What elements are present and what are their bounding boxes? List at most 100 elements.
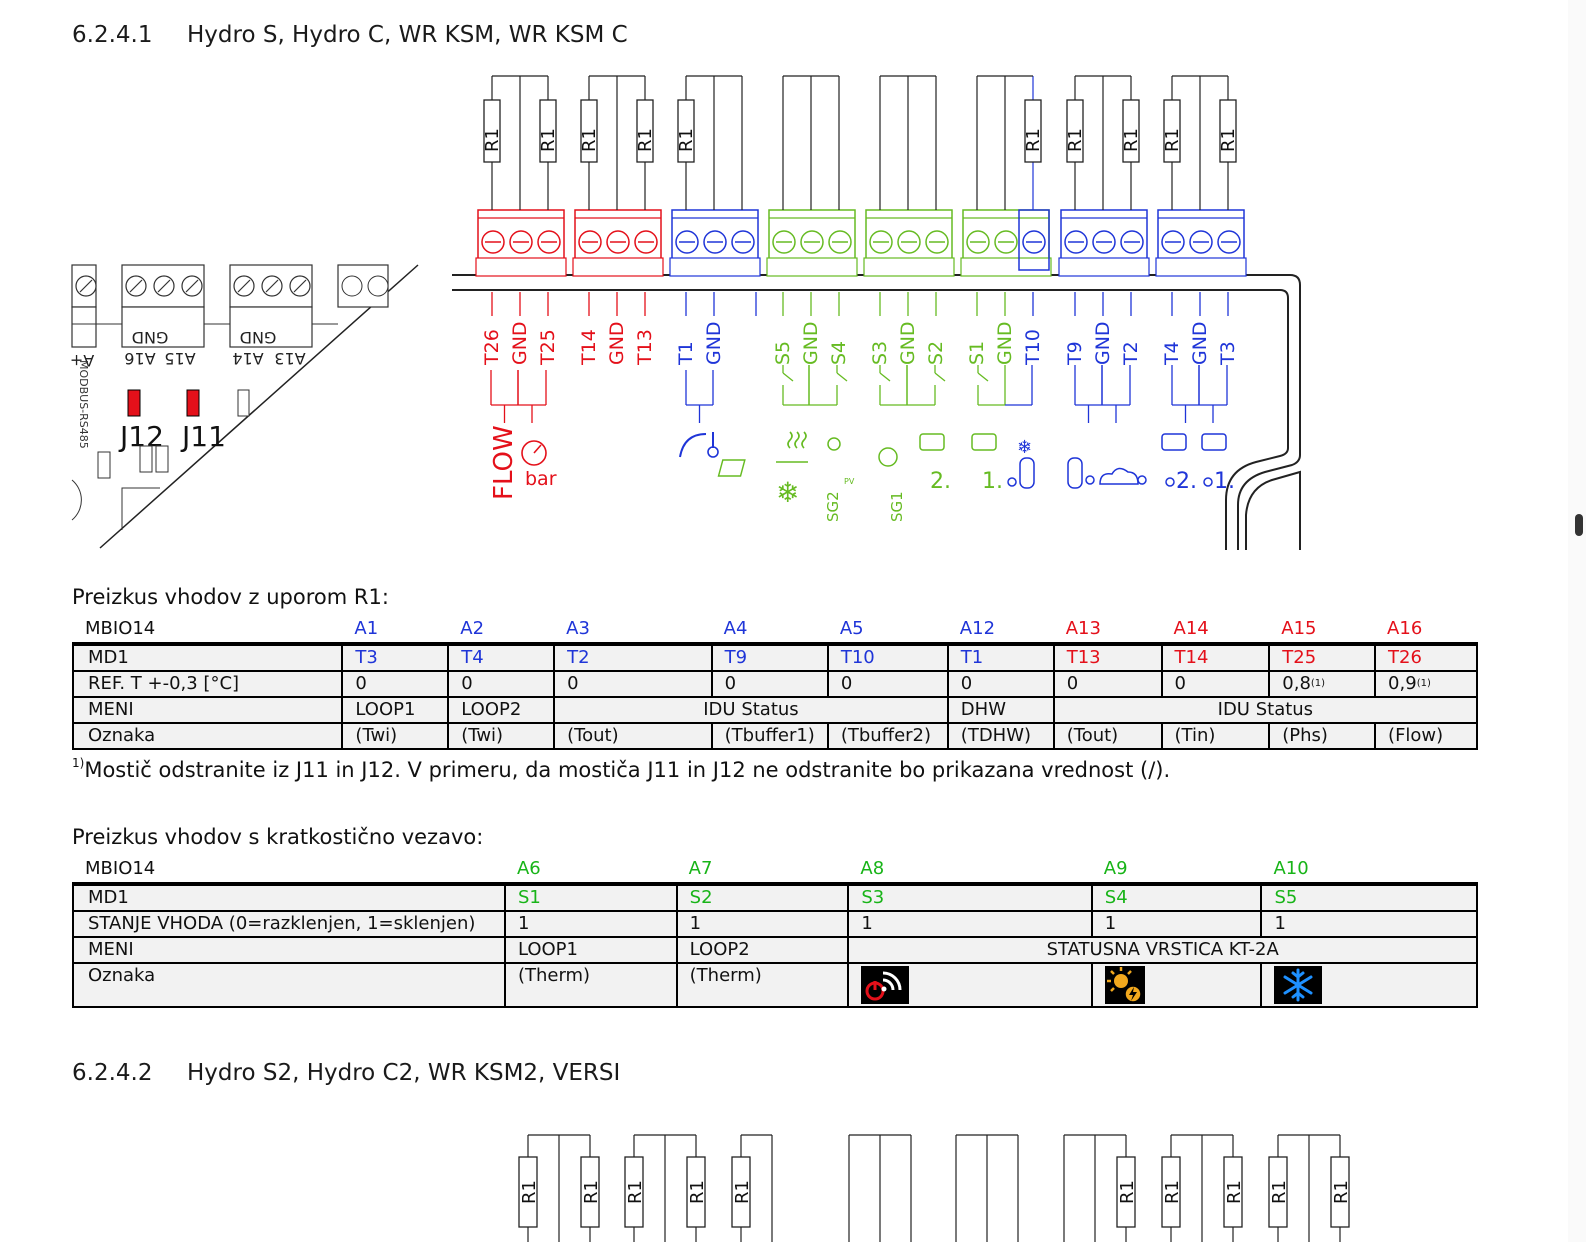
snowflake-icon: [1274, 966, 1323, 1004]
pin-label: T25: [537, 329, 559, 366]
resistor-label: R1: [579, 128, 600, 152]
thermometer-icon: [1007, 477, 1017, 487]
row-label: Oznaka: [71, 722, 344, 750]
snowflake-icon: ❄: [1017, 437, 1032, 458]
channel-cell: A13: [1053, 616, 1162, 646]
terminal-block: [71, 264, 97, 348]
table2-header-row: MBIO14 A6 A7 A8 A9 A10: [73, 856, 1477, 886]
footnote: 1)Mostič odstranite iz J11 in J12. V pri…: [72, 756, 1170, 782]
scrollbar-thumb[interactable]: [1575, 514, 1583, 536]
ref-footnote-mark: (1): [1310, 678, 1326, 689]
thermometer-icon: [707, 446, 719, 458]
cloud-icon: [1099, 467, 1139, 485]
md1-cell: S2: [675, 883, 850, 912]
pin-label: S4: [828, 341, 850, 365]
md1-cell: S4: [1090, 883, 1263, 912]
section-number: 6.2.4.2: [72, 1060, 153, 1086]
state-cell: 1: [1090, 910, 1263, 938]
terminal-block: R1: [960, 75, 1052, 316]
pin-label: GND: [994, 321, 1016, 365]
row-label: Oznaka: [72, 962, 506, 1008]
board-label: GND: [240, 328, 277, 347]
radiator-icon: [1161, 433, 1187, 451]
screw-slot: [79, 279, 93, 293]
state-cell: 1: [675, 910, 850, 938]
meni-cell: STATUSNA VRSTICA KT-2A: [847, 936, 1478, 964]
terminal-base: [572, 257, 664, 277]
oznaka-cell: (Twi): [447, 722, 556, 750]
pin-label: GND: [1092, 321, 1114, 365]
channel-cell: A15: [1269, 616, 1376, 646]
pin-label: S1: [966, 341, 988, 365]
resistor: [1024, 99, 1042, 163]
ref-cell: 0: [553, 670, 713, 698]
pin-label: T9: [1064, 341, 1086, 366]
resistor-label: R1: [1162, 128, 1183, 152]
terminal-block: [121, 264, 205, 348]
board-label: A+: [70, 351, 94, 370]
resistor: [624, 1156, 644, 1228]
section-number: 6.2.4.1: [72, 22, 153, 48]
channel-cell: A4: [711, 616, 828, 646]
board-outline: [452, 274, 1301, 550]
header-label: MBIO14: [73, 856, 505, 886]
board-part: [97, 451, 111, 479]
pin-label: GND: [897, 321, 919, 365]
header-label: MBIO14: [73, 616, 343, 646]
pin-label: T10: [1022, 329, 1044, 366]
pin-label: T14: [578, 329, 600, 366]
resistor: [1330, 1156, 1350, 1228]
oznaka-cell: (Tout): [1052, 722, 1163, 750]
terminal-body: [1018, 209, 1050, 271]
meni-cell: LOOP1: [341, 696, 450, 724]
md1-cell: T4: [447, 643, 556, 672]
channel-cell: A8: [848, 856, 1092, 886]
resistor-label: R1: [1269, 1180, 1290, 1204]
oznaka-cell: (Twi): [341, 722, 450, 750]
oznaka-cell: (Therm): [503, 962, 678, 1008]
state-cell: 1: [1260, 910, 1478, 938]
resistor-label: R1: [687, 1180, 708, 1204]
power-icon: [878, 447, 898, 467]
screw-slot: [293, 279, 307, 293]
row-label: REF. T +-0,3 [°C]: [71, 670, 344, 698]
scrollbar[interactable]: [1568, 0, 1586, 1242]
terminal-wires: R1: [731, 1134, 773, 1242]
loop-mark: 2.: [930, 469, 951, 494]
pin-label: T4: [1161, 341, 1183, 366]
table2-title: Preizkus vhodov s kratkostično vezavo:: [72, 825, 484, 849]
pin-label: T26: [481, 329, 503, 366]
thermometer-icon: [1137, 475, 1147, 485]
row-label: MD1: [72, 883, 506, 912]
terminal-wires: R1: [1063, 1134, 1138, 1242]
channel-cell: A12: [947, 616, 1054, 646]
heat-wave-icon: [801, 431, 807, 449]
resistor: [686, 1156, 706, 1228]
table-row: MENI LOOP1 LOOP2 IDU Status DHW IDU Stat…: [71, 696, 1479, 724]
board-outline: [452, 289, 1289, 550]
pv-panel-icon: [717, 459, 746, 477]
terminal-base: [669, 257, 761, 277]
channel-cell: A1: [342, 616, 449, 646]
ref-value: 0,8: [1282, 673, 1311, 694]
ref-cell: 0,8(1): [1268, 670, 1377, 698]
switch: [934, 372, 946, 382]
channel-cell: A7: [676, 856, 849, 886]
board-part: [121, 487, 160, 530]
channel-cell: A2: [448, 616, 555, 646]
snowflake-icon: ❄: [776, 476, 799, 509]
resistor: [1161, 1156, 1181, 1228]
md1-cell: T1: [946, 643, 1055, 672]
terminal-block: [766, 75, 858, 316]
section-title: Hydro S, Hydro C, WR KSM, WR KSM C: [187, 22, 628, 48]
ref-cell: 0: [1160, 670, 1271, 698]
resistor-label: R1: [635, 128, 656, 152]
resistor-label: R1: [1331, 1180, 1352, 1204]
jumper-j11: [186, 389, 200, 417]
terminal-block: R1: [669, 75, 761, 316]
terminal-base: [1155, 257, 1247, 277]
terminal-base: [960, 257, 1052, 277]
loop-mark: 1.: [1214, 469, 1235, 494]
md1-cell: T2: [553, 643, 713, 672]
